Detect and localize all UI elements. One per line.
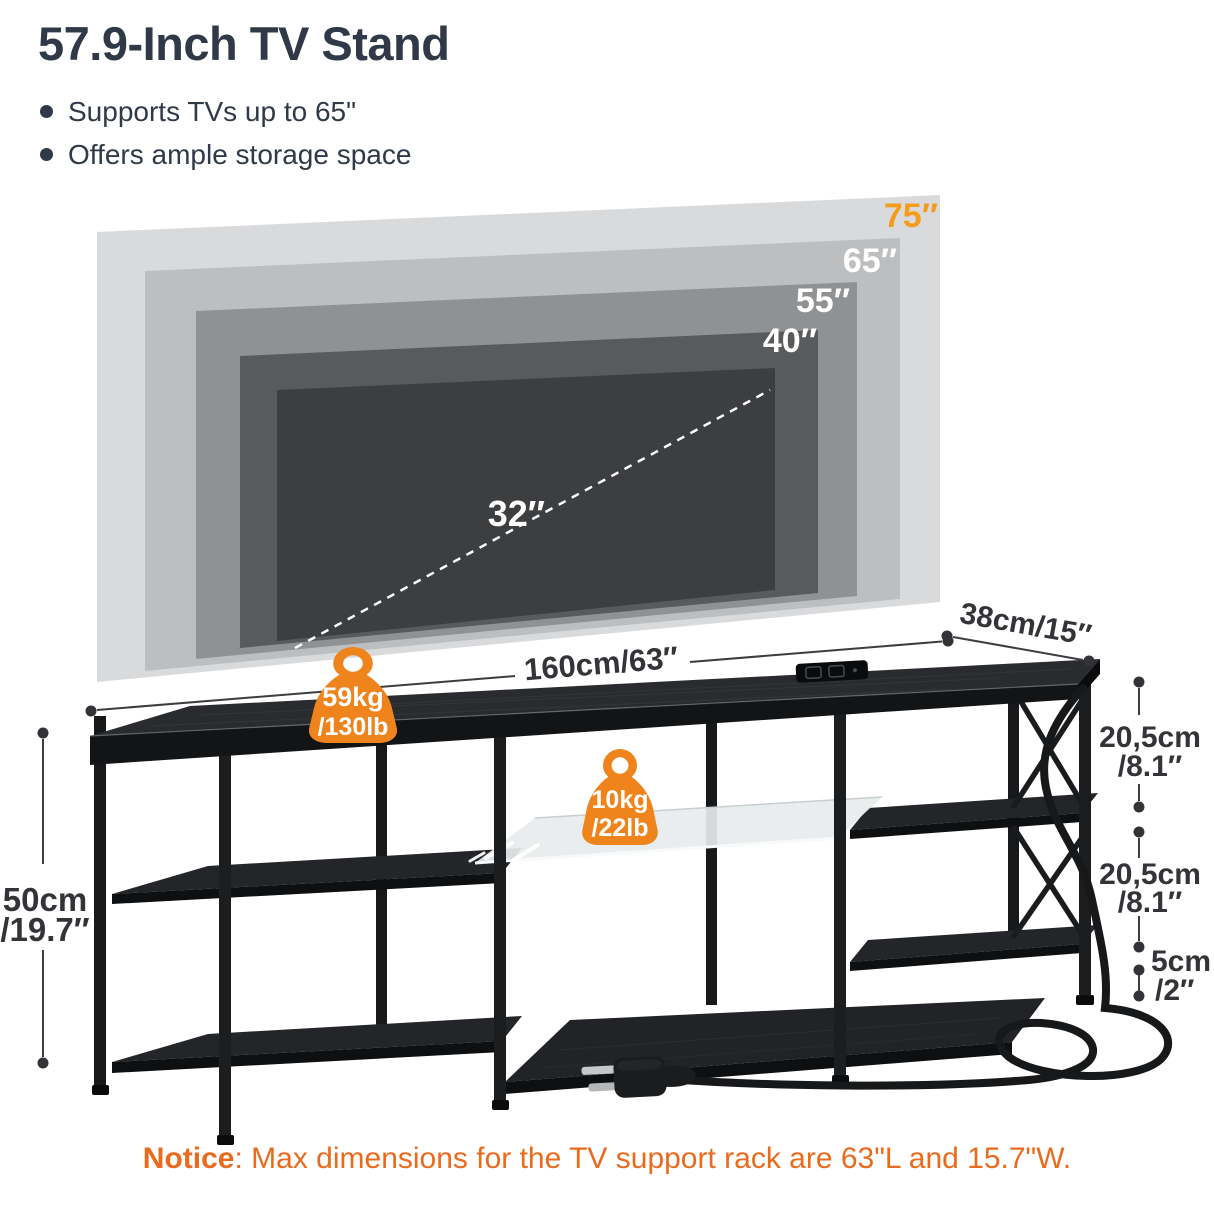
feature-item-2: Offers ample storage space [40,139,449,171]
tv-size-label-32: 32″ [488,493,545,534]
tv-size-label-55: 55″ [796,282,850,320]
dim-shelf-lower-label: 20,5cm [1099,858,1201,891]
page-title: 57.9-Inch TV Stand [38,17,450,70]
tv-size-diagram: 75″ 65″ 55″ 40″ 32″ [97,195,940,682]
dim-shelf-upper-label: 20,5cm [1099,721,1201,754]
tv-rect-32 [277,368,775,641]
dim-clearance-label-in: /2″ [1155,974,1194,1007]
feature-text-2: Offers ample storage space [68,138,412,170]
glass-shelf [468,796,883,865]
bullet-icon [40,148,53,162]
feature-item-1: Supports TVs up to 65" [40,96,449,128]
badge-shelf-lb: /22lb [592,814,649,842]
weight-icon [308,647,398,743]
right-bay-shelves [850,793,1098,971]
dim-clearance: 5cm /2″ [1133,945,1211,1007]
dim-height-label-in: /19.7″ [0,911,89,948]
tv-stand-illustration [89,659,1173,1145]
tv-size-label-65: 65″ [843,242,897,280]
feature-text-1: Supports TVs up to 65" [68,95,357,127]
power-outlet-icon [795,660,869,683]
dim-shelf-lower-label-in: /8.1″ [1118,886,1182,919]
dim-width-label: 160cm/63″ [523,640,680,688]
diagonal-measure-line [294,388,771,650]
bullet-icon [40,105,53,119]
dim-depth: 38cm/15″ [941,597,1095,667]
dim-shelf-upper: 20,5cm /8.1″ [1099,676,1201,813]
notice-text: : Max dimensions for the TV support rack… [234,1142,1072,1175]
dim-clearance-label: 5cm [1151,945,1211,978]
plug-icon [581,1056,696,1098]
badge-shelf-kg: 10kg [592,786,649,814]
dim-shelf-upper-label-in: /8.1″ [1118,750,1182,783]
dim-shelf-lower: 20,5cm /8.1″ [1099,826,1201,953]
badge-top-kg: 59kg [322,682,384,712]
dim-height-label: 50cm [3,881,87,918]
notice-bar: Notice: Max dimensions for the TV suppor… [0,1142,1214,1176]
stand-front-legs [219,684,1091,1135]
middle-bottom-shelf [505,998,1045,1094]
power-cord [664,684,1173,1090]
weight-badge-top: 59kg /130lb [308,647,398,743]
weight-badge-shelf: 10kg /22lb [582,749,658,845]
weight-icon [582,749,658,845]
dim-depth-label: 38cm/15″ [957,597,1094,653]
badge-top-lb: /130lb [318,713,389,741]
tv-size-label-75: 75″ [884,197,938,235]
tv-size-label-40: 40″ [763,322,817,360]
dim-height: 50cm /19.7″ [0,727,90,1069]
feature-list: Supports TVs up to 65" Offers ample stor… [40,96,449,171]
notice-label: Notice [142,1142,235,1175]
header: 57.9-Inch TV Stand Supports TVs up to 65… [38,17,450,182]
left-bay-shelves [112,848,522,1073]
